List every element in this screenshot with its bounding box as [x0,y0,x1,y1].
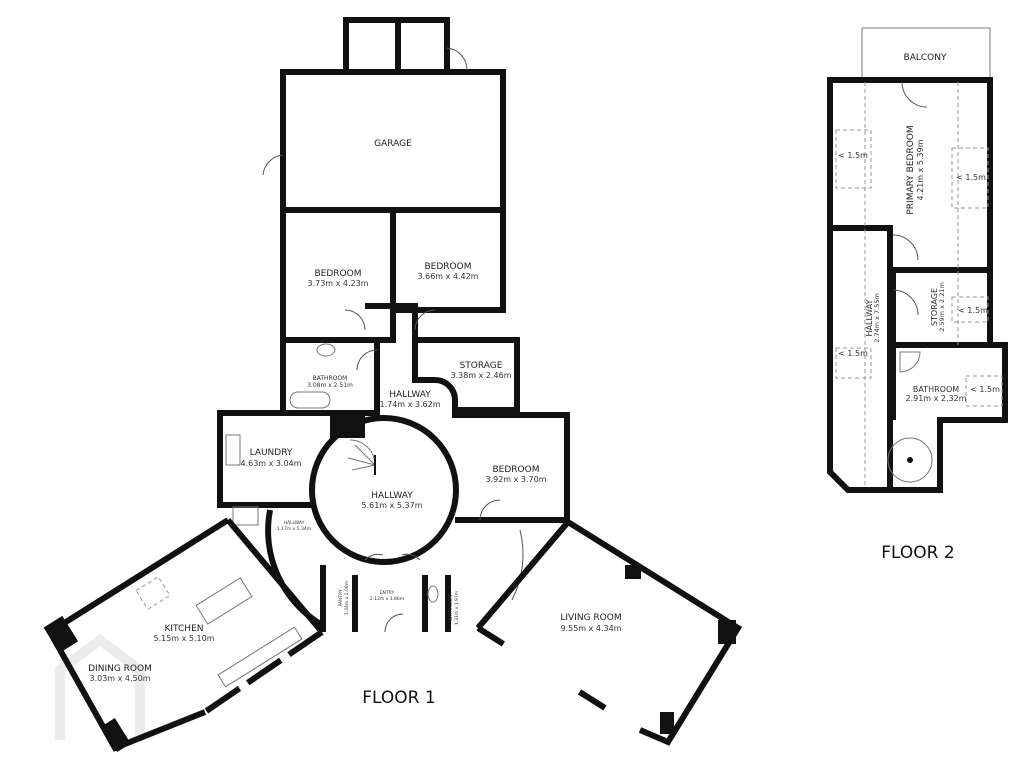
living-room [475,518,743,746]
room-label: HALLWAY [865,299,874,336]
room-label: BEDROOM [493,465,540,475]
room-label: PRIMARY BEDROOM [906,125,916,214]
room-label: BEDROOM [315,269,362,279]
laundry-room [217,410,330,508]
floor-1-title: FLOOR 1 [362,688,435,708]
room-label: STORAGE [930,288,939,326]
room-dims: 2.91m x 2.32m [905,394,966,403]
room-dims: 9.55m x 4.34m [560,624,621,633]
room-label: GARAGE [374,139,412,149]
room-dims: 3.08m x 2.51m [307,382,353,389]
room-dims: 5.15m x 5.10m [153,634,214,643]
room-label: DINING ROOM [88,664,152,674]
room-label: ENTRY [380,590,395,596]
room-dims: 1.17m x 5.34m [277,526,311,532]
watermark-logo [55,633,145,740]
room-dims: 3.66m x 4.42m [417,272,478,281]
room-label: HALLWAY [371,491,413,501]
room-dims: 1.74m x 3.62m [379,400,440,409]
room-label: BATHROOM [913,385,959,394]
garage-cell-right [395,17,450,75]
ceiling-note: < 1.5m [970,385,1000,394]
room-label: STORAGE [460,361,503,371]
room-label: LIVING ROOM [560,613,621,623]
room-label: HALLWAY [284,520,305,526]
room-dims: 2.59m x 2.21m [938,282,946,332]
room-dims: 5.61m x 5.37m [361,501,422,510]
floor-1-plan: GARAGE BEDROOM 3.73m x 4.23m BEDROOM 3.6… [43,17,743,752]
room-dims: 3.73m x 4.23m [307,279,368,288]
circular-hallway-room [309,415,459,565]
room-label: PANTRY [338,589,344,606]
ceiling-note: < 1.5m [838,349,868,358]
room-label: BALCONY [904,53,947,63]
room-dims: 2.74m x 7.55m [873,293,881,343]
room-label: KITCHEN [165,624,204,634]
floor-2-plan: BALCONY PRIMARY BEDROOM 4.21m x 5.39m HA… [827,27,1008,563]
storage-room [412,337,520,413]
room-dims: 4.63m x 3.04m [240,459,301,468]
room-dims: 3.92m x 3.70m [485,475,546,484]
room-dims: 4.21m x 5.39m [916,139,925,200]
room-label: LAUNDRY [250,448,293,458]
ceiling-note: < 1.5m [956,173,986,182]
room-label: BATHROOM [313,375,348,382]
room-label: HALLWAY [389,390,431,400]
room-label: BEDROOM [425,262,472,272]
floor-2-outline [827,77,1008,493]
room-dims: 2.12m x 1.86m [370,596,404,602]
room-dims: 3.03m x 4.50m [89,674,150,683]
spiral-stair-icon [887,437,933,483]
bedroom-2-room [390,207,506,313]
room-dims: 1.34m x 2.08m [344,581,350,615]
garage-cell-left [343,17,401,75]
ceiling-note: < 1.5m [838,151,868,160]
room-dims: 3.38m x 2.46m [450,371,511,380]
floor-2-title: FLOOR 2 [881,543,954,563]
spiral-stair-icon [347,439,376,475]
room-label: BATHROOM [448,595,454,621]
ceiling-note: < 1.5m [958,306,988,315]
kitchen-room [45,517,325,752]
bedroom-3-room [452,412,570,523]
room-dims: 1.31m x 1.97m [454,591,460,625]
